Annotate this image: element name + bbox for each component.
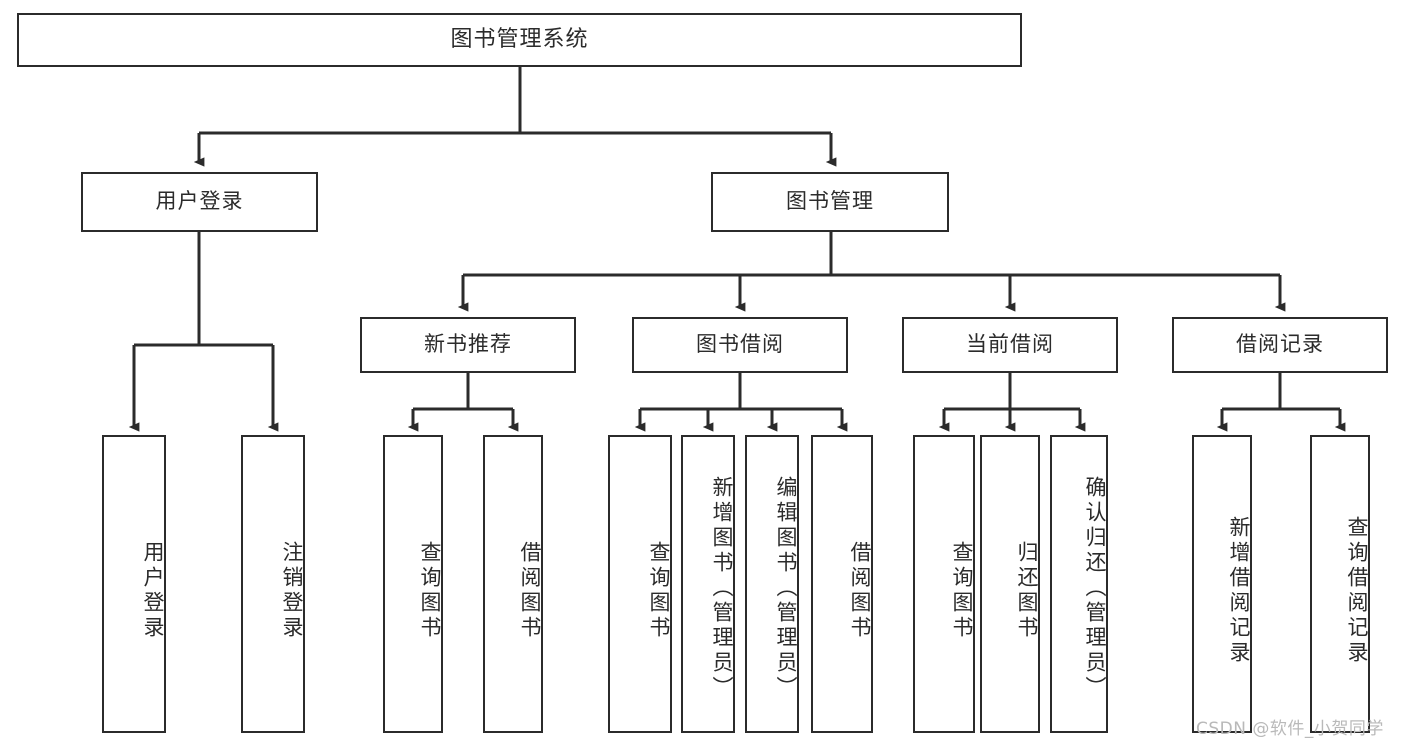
- node-user-login[interactable]: 用户登录: [81, 172, 318, 232]
- leaf-query-borrow-record[interactable]: 查询借阅记录: [1310, 435, 1370, 733]
- leaf-borrow-book-borrow[interactable]: 借阅图书: [811, 435, 873, 733]
- node-borrow-record[interactable]: 借阅记录: [1172, 317, 1388, 373]
- leaf-confirm-return-admin[interactable]: 确认归还（管理员）: [1050, 435, 1108, 733]
- node-current-borrow[interactable]: 当前借阅: [902, 317, 1118, 373]
- node-new-book-recommend[interactable]: 新书推荐: [360, 317, 576, 373]
- leaf-query-book-current[interactable]: 查询图书: [913, 435, 975, 733]
- leaf-query-book-borrow[interactable]: 查询图书: [608, 435, 672, 733]
- leaf-add-book-admin[interactable]: 新增图书（管理员）: [681, 435, 735, 733]
- leaf-borrow-book-recommend[interactable]: 借阅图书: [483, 435, 543, 733]
- node-book-manage[interactable]: 图书管理: [711, 172, 949, 232]
- node-book-borrow[interactable]: 图书借阅: [632, 317, 848, 373]
- csdn-watermark: CSDN @软件_小贺同学: [1196, 719, 1384, 739]
- leaf-query-book-recommend[interactable]: 查询图书: [383, 435, 443, 733]
- leaf-return-book[interactable]: 归还图书: [980, 435, 1040, 733]
- leaf-add-borrow-record[interactable]: 新增借阅记录: [1192, 435, 1252, 733]
- leaf-edit-book-admin[interactable]: 编辑图书（管理员）: [745, 435, 799, 733]
- node-root[interactable]: 图书管理系统: [17, 13, 1022, 67]
- leaf-user-login[interactable]: 用户登录: [102, 435, 166, 733]
- leaf-logout-login[interactable]: 注销登录: [241, 435, 305, 733]
